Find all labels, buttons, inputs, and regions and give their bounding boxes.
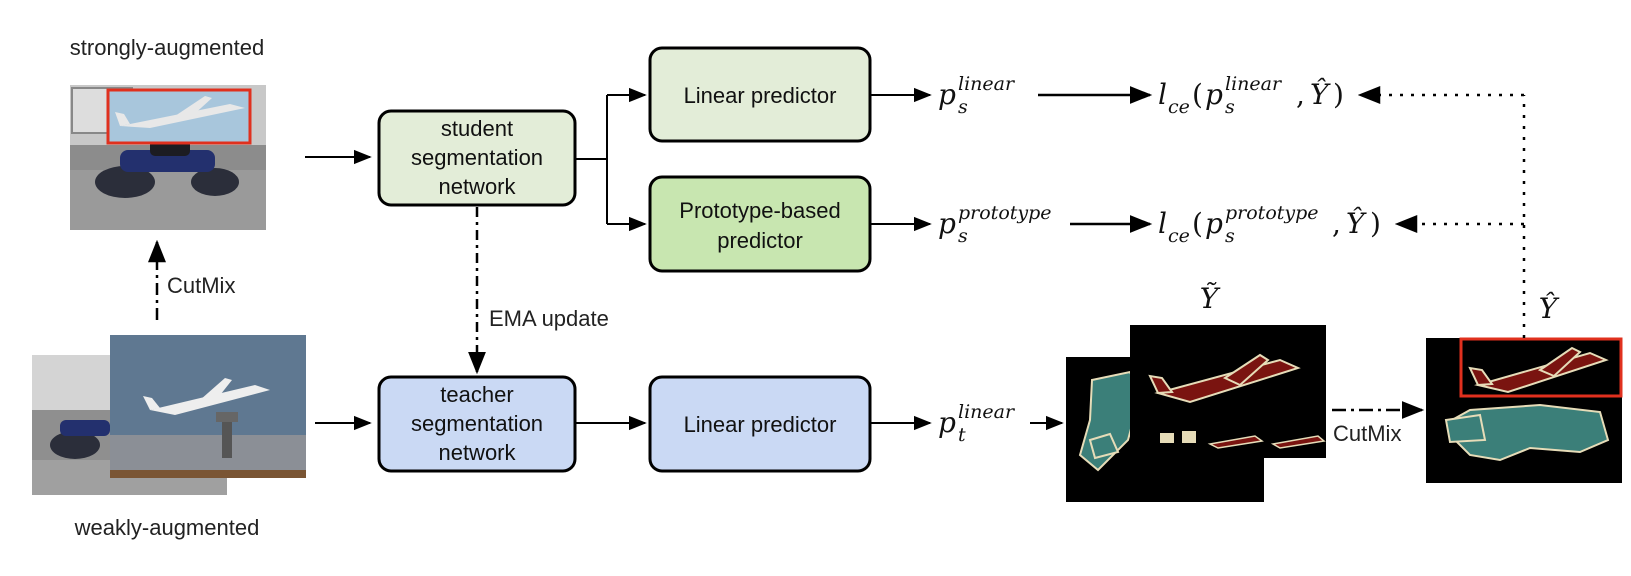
svg-text:t: t [958,424,966,446]
prototype-predictor: Prototype-based predictor [648,175,872,273]
student-line-3: network [438,174,516,199]
strong-aug-image [70,85,266,230]
student-network-box: student segmentation network [377,109,577,207]
cutmix-pseudo-label: CutMix [1333,421,1401,446]
svg-text:prototype: prototype [958,202,1052,224]
svg-text:p: p [938,406,956,439]
student-line-2: segmentation [411,145,543,170]
svg-text:p: p [1205,78,1223,111]
svg-text:prototype: prototype [1225,202,1319,224]
svg-text:l: l [1158,78,1167,111]
prototype-line-1: Prototype-based [679,198,840,223]
ema-update-label: EMA update [489,306,609,331]
svg-text:p: p [938,207,956,240]
teacher-line-1: teacher [440,382,513,407]
prototype-line-2: predictor [717,228,803,253]
p-t-linear: p t linear [938,401,1016,446]
mixed-pseudo-label-mask [1426,337,1623,483]
svg-text:ce: ce [1168,225,1190,247]
teacher-mask-front [1130,325,1326,458]
svg-text:ce: ce [1168,96,1190,118]
cutmix-patch-box [106,88,252,145]
teacher-line-3: network [438,440,516,465]
svg-text:): ) [1333,78,1344,111]
svg-text:,: , [1296,78,1305,111]
svg-text:l: l [1158,207,1167,240]
svg-text:(: ( [1192,207,1203,240]
cutmix-input-label: CutMix [167,273,235,298]
p-s-linear: p s linear [938,73,1016,118]
svg-text:s: s [1225,225,1235,247]
svg-text:linear: linear [1225,73,1283,95]
linear-predictor-top: Linear predictor [648,46,872,143]
loss-prototype: l ce ( p s prototype , Ŷ ) [1158,202,1381,247]
svg-text:Ŷ: Ŷ [1310,78,1331,111]
linear-bottom-label: Linear predictor [684,412,837,437]
svg-text:s: s [958,96,968,118]
loss-linear: l ce ( p s linear , Ŷ ) [1158,73,1344,118]
linear-top-label: Linear predictor [684,83,837,108]
svg-text:s: s [958,225,968,247]
teacher-network-box: teacher segmentation network [377,375,577,473]
weak-aug-label: weakly-augmented [74,515,260,540]
svg-text:p: p [1205,207,1223,240]
svg-text:p: p [938,78,956,111]
y-tilde-label: Ỹ [1200,282,1221,315]
svg-text:linear: linear [958,73,1016,95]
svg-text:Ŷ: Ŷ [1346,207,1367,240]
svg-text:s: s [1225,96,1235,118]
linear-predictor-bottom: Linear predictor [648,375,872,473]
svg-text:): ) [1370,207,1381,240]
p-s-prototype: p s prototype [938,202,1052,247]
pseudo-cutmix-box [1459,337,1623,398]
weak-aug-images [32,335,306,495]
student-line-1: student [441,116,513,141]
y-hat-label: Ŷ [1539,292,1560,325]
svg-text:,: , [1332,207,1341,240]
svg-text:linear: linear [958,401,1016,423]
svg-text:(: ( [1192,78,1203,111]
teacher-line-2: segmentation [411,411,543,436]
strong-aug-label: strongly-augmented [70,35,264,60]
